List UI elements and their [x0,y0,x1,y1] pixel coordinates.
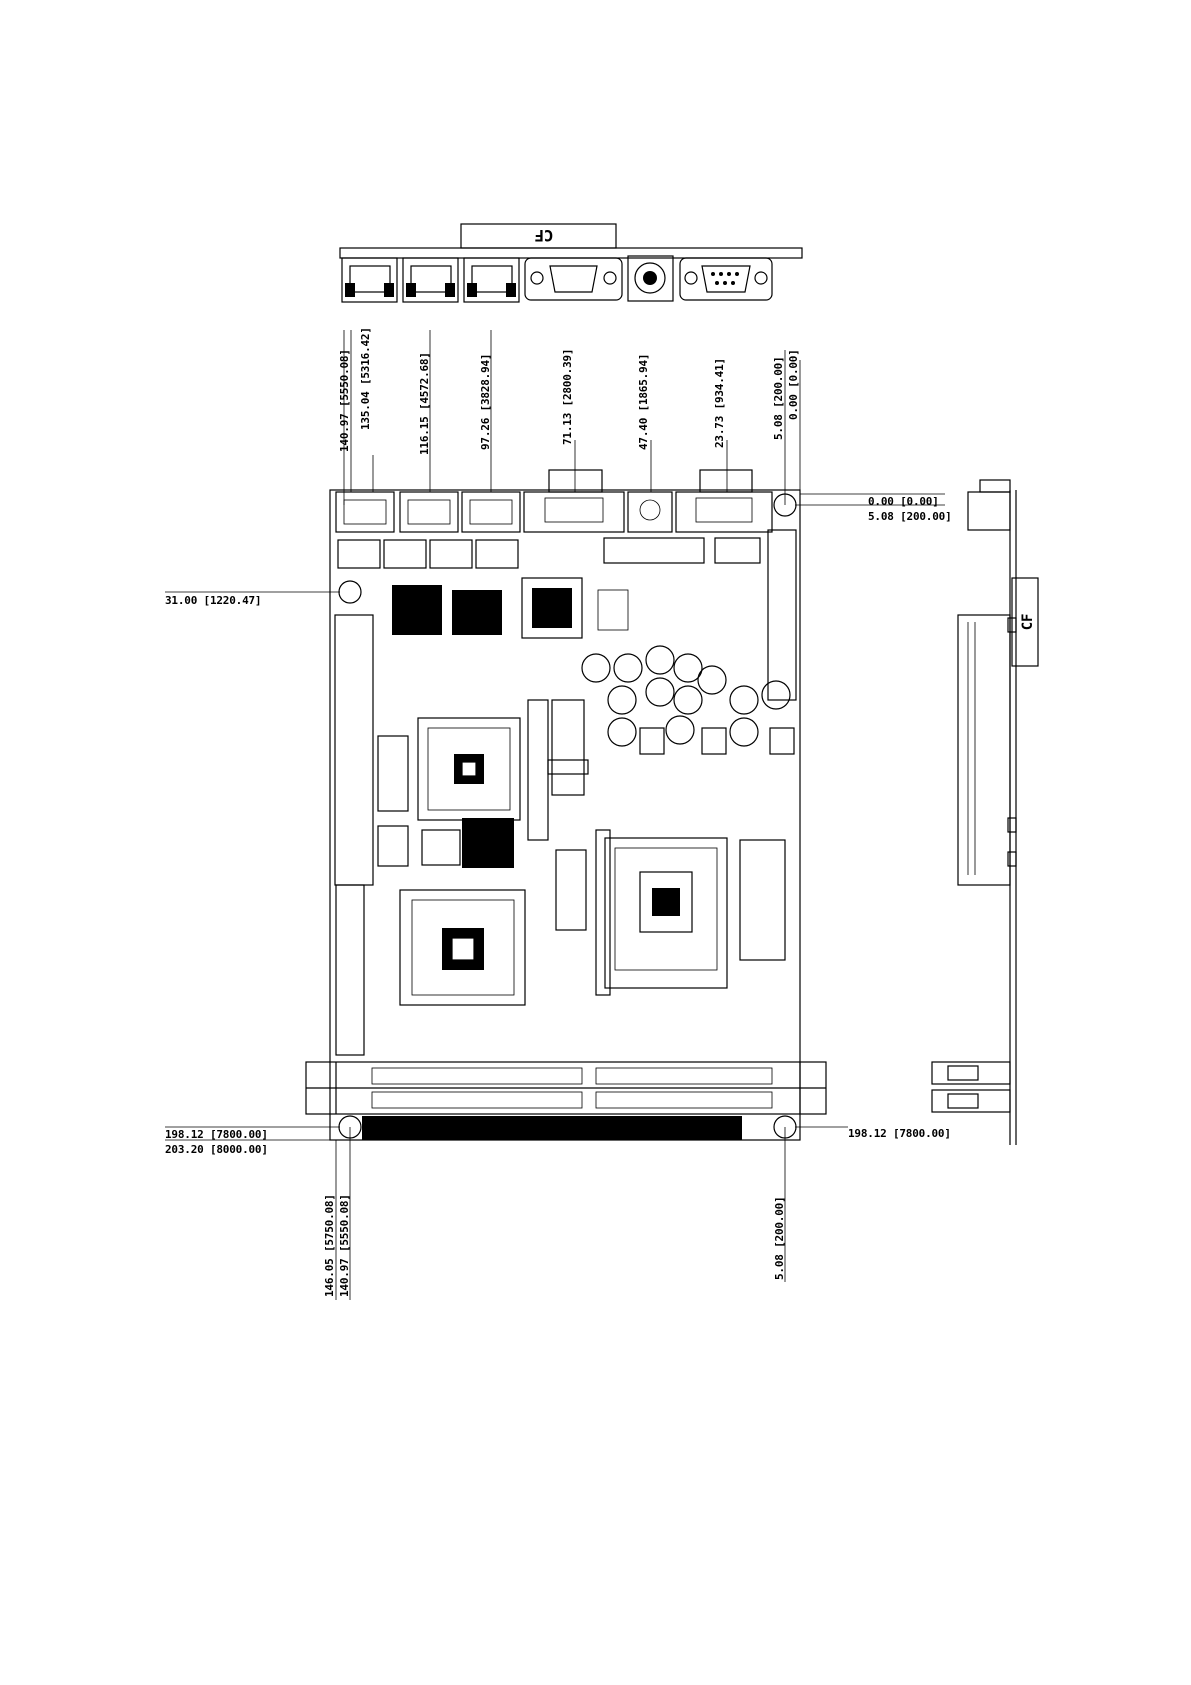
cf-label-top: CF [535,226,554,245]
side-profile-view: CF [932,480,1038,1145]
capacitor-bank [582,646,790,746]
dim-left-198-12: 198.12 [7800.00] [165,1128,268,1141]
board-outline [306,470,826,1140]
com-port [680,258,772,300]
dimm-slots [306,1062,826,1114]
rj45-port-1 [342,258,397,302]
cf-label-side: CF [1020,614,1036,630]
dim-top-97-26: 97.26 [3828.94] [479,354,492,450]
dim-top-140-97: 140.97 [5550.08] [338,349,351,452]
dim-left-203-20: 203.20 [8000.00] [165,1143,268,1156]
dim-top-5-08: 5.08 [200.00] [772,357,785,441]
left-pin-header [335,615,373,885]
top-dimension-group: 140.97 [5550.08] 135.04 [5316.42] 116.15… [338,327,800,505]
dim-top-116-15: 116.15 [4572.68] [418,352,431,455]
dim-right-198-12: 198.12 [7800.00] [848,1127,951,1140]
ps2-port [628,256,673,301]
dim-top-47-40: 47.40 [1865.94] [637,354,650,450]
dim-right-5-08: 5.08 [200.00] [868,510,952,523]
dim-right-0-00: 0.00 [0.00] [868,495,939,508]
dim-bottom-146-05: 146.05 [5750.08] [323,1194,336,1297]
dim-bottom-140-97: 140.97 [5550.08] [338,1194,351,1297]
bottom-connector [362,1116,742,1140]
dim-top-71-13: 71.13 [2800.39] [561,349,574,445]
io-bracket-strip [340,248,802,258]
mount-hole-top-left [339,581,361,603]
dim-top-135-04: 135.04 [5316.42] [359,327,372,430]
side-board-connector [958,615,1010,885]
io-connector-view: CF [340,224,802,302]
rj45-port-3 [464,258,519,302]
left-dimension-group: 31.00 [1220.47] 198.12 [7800.00] 203.20 … [165,592,340,1156]
rj45-port-2 [403,258,458,302]
dim-left-31-00: 31.00 [1220.47] [165,594,261,607]
dim-top-0-00: 0.00 [0.00] [787,349,800,420]
dim-bottom-5-08: 5.08 [200.00] [773,1197,786,1281]
dim-top-23-73: 23.73 [934.41] [713,358,726,448]
vga-port [525,258,622,300]
right-dimension-group: 0.00 [0.00] 5.08 [200.00] 198.12 [7800.0… [795,494,952,1140]
bottom-dimension-group: 146.05 [5750.08] 140.97 [5550.08] 5.08 [… [323,1127,786,1300]
